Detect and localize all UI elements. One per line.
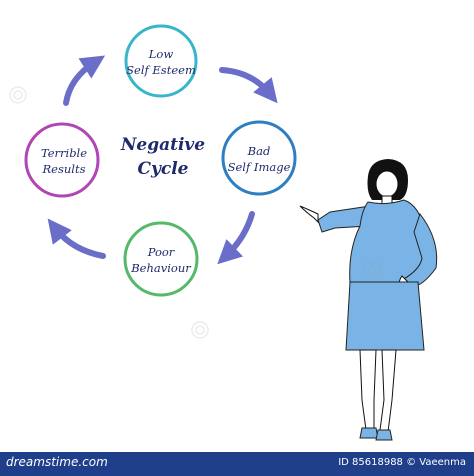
node-label-line1: Poor	[147, 245, 176, 259]
node-ring	[123, 221, 199, 297]
watermark-id-text: ID 85618988	[338, 457, 403, 468]
left-shoe	[359, 427, 379, 439]
watermark-spiral	[363, 261, 381, 279]
node-label-line2: Self Esteem	[126, 63, 196, 77]
watermark-spiral	[9, 86, 27, 104]
watermark-spiral	[13, 90, 23, 100]
node-label-line1: Bad	[247, 144, 271, 158]
node-label-line1: Low	[148, 47, 174, 61]
watermark-spiral	[367, 265, 377, 275]
node-label-line2: Self Image	[228, 160, 291, 174]
node-poor-behaviour: Poor Behaviour	[123, 221, 199, 297]
arrow-results-to-esteem	[63, 55, 106, 106]
arrow-behaviour-to-results	[47, 218, 106, 259]
watermark-spirals	[9, 86, 381, 339]
node-label-line1: Terrible	[41, 146, 87, 160]
center-title-line2: Cycle	[137, 159, 188, 179]
node-label-line2: Behaviour	[130, 261, 192, 275]
node-ring	[221, 120, 297, 196]
watermark-site: dreamstime.com	[6, 455, 108, 469]
right-leg	[379, 349, 397, 433]
arrow-image-to-behaviour	[217, 211, 255, 265]
watermark-spiral	[191, 321, 209, 339]
presenter-figure	[299, 159, 438, 441]
center-title-line1: Negative	[120, 135, 205, 155]
node-ring	[24, 122, 100, 198]
node-terrible-results: Terrible Results	[24, 122, 100, 198]
watermark-spiral	[195, 325, 205, 335]
right-shoe	[375, 429, 393, 441]
node-ring	[124, 24, 198, 98]
left-leg	[359, 349, 377, 431]
arrow-esteem-to-image	[219, 67, 278, 104]
watermark-id: ID 85618988 © Vaeenma	[338, 457, 466, 468]
watermark-footer: dreamstime.com ID 85618988 © Vaeenma	[0, 452, 474, 476]
face	[375, 170, 399, 198]
node-label-line2: Results	[42, 162, 86, 176]
node-bad-self-image: Bad Self Image	[221, 120, 297, 196]
open-hand	[299, 205, 319, 224]
node-low-self-esteem: Low Self Esteem	[124, 24, 198, 98]
watermark-author: © Vaeenma	[406, 457, 466, 468]
skirt	[345, 281, 425, 351]
